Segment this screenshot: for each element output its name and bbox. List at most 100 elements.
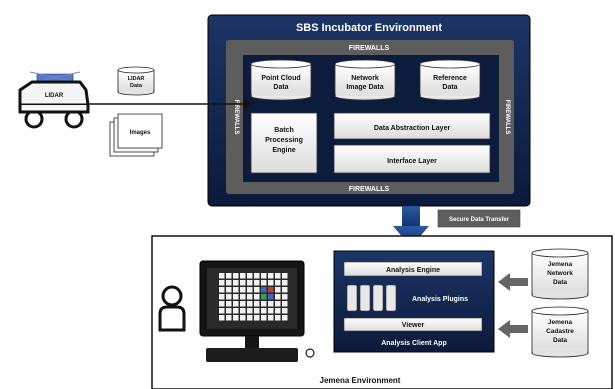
cadastre-data-arrow [498,320,528,338]
network-data-arrow [498,273,528,291]
screen-grid-cell [240,315,246,321]
screen-grid-cell [268,287,274,293]
screen-grid-cell [247,308,253,314]
jemena-cadastre-data-store: Jemena Cadastre Data [531,306,589,358]
screen-grid-cell [282,294,288,300]
screen-grid-cell [282,315,288,321]
screen-grid-cell [233,294,239,300]
screen-grid-cell [233,280,239,286]
user-icon [158,285,186,332]
screen-grid-cell [275,280,281,286]
point-cloud-data-store: Point Cloud Data [250,59,312,101]
screen-grid-cell [226,308,232,314]
screen-grid-cell [219,287,225,293]
screen-grid-cell [219,308,225,314]
screen-grid-cell [233,301,239,307]
screen-grid-cell [219,315,225,321]
screen-grid-cell [254,308,260,314]
secure-transfer-badge [437,209,521,228]
screen-grid-cell [275,287,281,293]
firewall-label-left: FIREWALLS [233,100,239,135]
network-image-line-2: Image Data [346,84,383,91]
firewall-label-bottom: FIREWALLS [349,186,390,193]
screen-grid-cell [282,280,288,286]
batch-line-2: Processing [265,137,303,144]
screen-grid-cell [247,294,253,300]
screen-grid-cell [233,315,239,321]
cadastre-data-line-3: Data [553,337,567,344]
screen-grid-cell [282,273,288,279]
screen-grid-cell [275,308,281,314]
network-image-line-1: Network [351,75,379,82]
screen-grid-cell [233,273,239,279]
cadastre-data-line-2: Cadastre [546,328,574,335]
batch-line-3: Engine [272,147,295,154]
monitor-icon [199,260,315,362]
screen-grid-cell [226,294,232,300]
screen-grid-cell [226,273,232,279]
screen-grid-cell [282,287,288,293]
screen-grid-cell [261,294,267,300]
lidar-data-line-2: Data [130,83,143,89]
screen-grid-cell [275,294,281,300]
screen-grid-cell [268,301,274,307]
screen-grid-cell [240,294,246,300]
data-abstraction-layer-label: Data Abstraction Layer [374,125,451,132]
screen-grid-cell [247,273,253,279]
input-arrow-head [244,99,254,109]
screen-grid-cell [226,287,232,293]
reference-line-1: Reference [433,75,467,82]
analysis-plugin-blocks [346,284,397,312]
lidar-data-store: LIDAR Data [117,66,155,96]
lidar-data-line-1: LIDAR [128,76,145,82]
screen-grid-cell [282,308,288,314]
screen-grid-cell [261,308,267,314]
viewer-box [343,317,483,332]
firewall-label-right: FIREWALLS [504,100,510,135]
screen-grid-cell [254,315,260,321]
screen-grid-cell [226,280,232,286]
screen-grid-cell [219,280,225,286]
jemena-network-data-store: Jemena Network Data [531,248,589,300]
viewer-label: Viewer [402,322,425,329]
screen-grid-cell [240,280,246,286]
batch-processing-engine-box [250,112,318,174]
point-cloud-line-1: Point Cloud [261,75,300,82]
screen-grid-cell [240,287,246,293]
screen-grid-cell [254,287,260,293]
screen-grid-cell [219,294,225,300]
screen-grid-cell [254,280,260,286]
data-abstraction-layer-box [333,112,491,140]
screen-grid-cell [247,301,253,307]
screen-grid-cell [282,301,288,307]
screen-grid-cell [261,301,267,307]
screen-grid-cell [247,280,253,286]
interface-layer-label: Interface Layer [387,158,437,165]
screen-grid-cell [254,294,260,300]
screen-grid-cell [275,315,281,321]
firewall-label-top: FIREWALLS [349,45,390,52]
network-image-data-store: Network Image Data [334,59,396,101]
screen-grid-cell [240,301,246,307]
analysis-client-app-label: Analysis Client App [381,340,446,347]
network-data-line-2: Network [547,270,573,277]
incubator-title: SBS Incubator Environment [296,22,442,34]
screen-grid-cell [268,273,274,279]
analysis-plugins-label: Analysis Plugins [412,296,468,303]
screen-grid-cell [233,287,239,293]
batch-line-1: Batch [274,127,293,134]
screen-grid-cell [261,273,267,279]
screen-grid-cell [268,308,274,314]
network-data-line-3: Data [553,279,567,286]
analysis-engine-label: Analysis Engine [386,267,440,274]
screen-grid-cell [247,315,253,321]
analysis-engine-box [343,261,483,277]
screen-grid-cell [261,287,267,293]
secure-transfer-label: Secure Data Transfer [449,217,510,223]
screen-grid-cell [275,301,281,307]
screen-grid-cell [275,273,281,279]
screen-grid-cell [240,273,246,279]
network-data-line-1: Jemena [548,261,573,268]
screen-grid-cell [226,301,232,307]
